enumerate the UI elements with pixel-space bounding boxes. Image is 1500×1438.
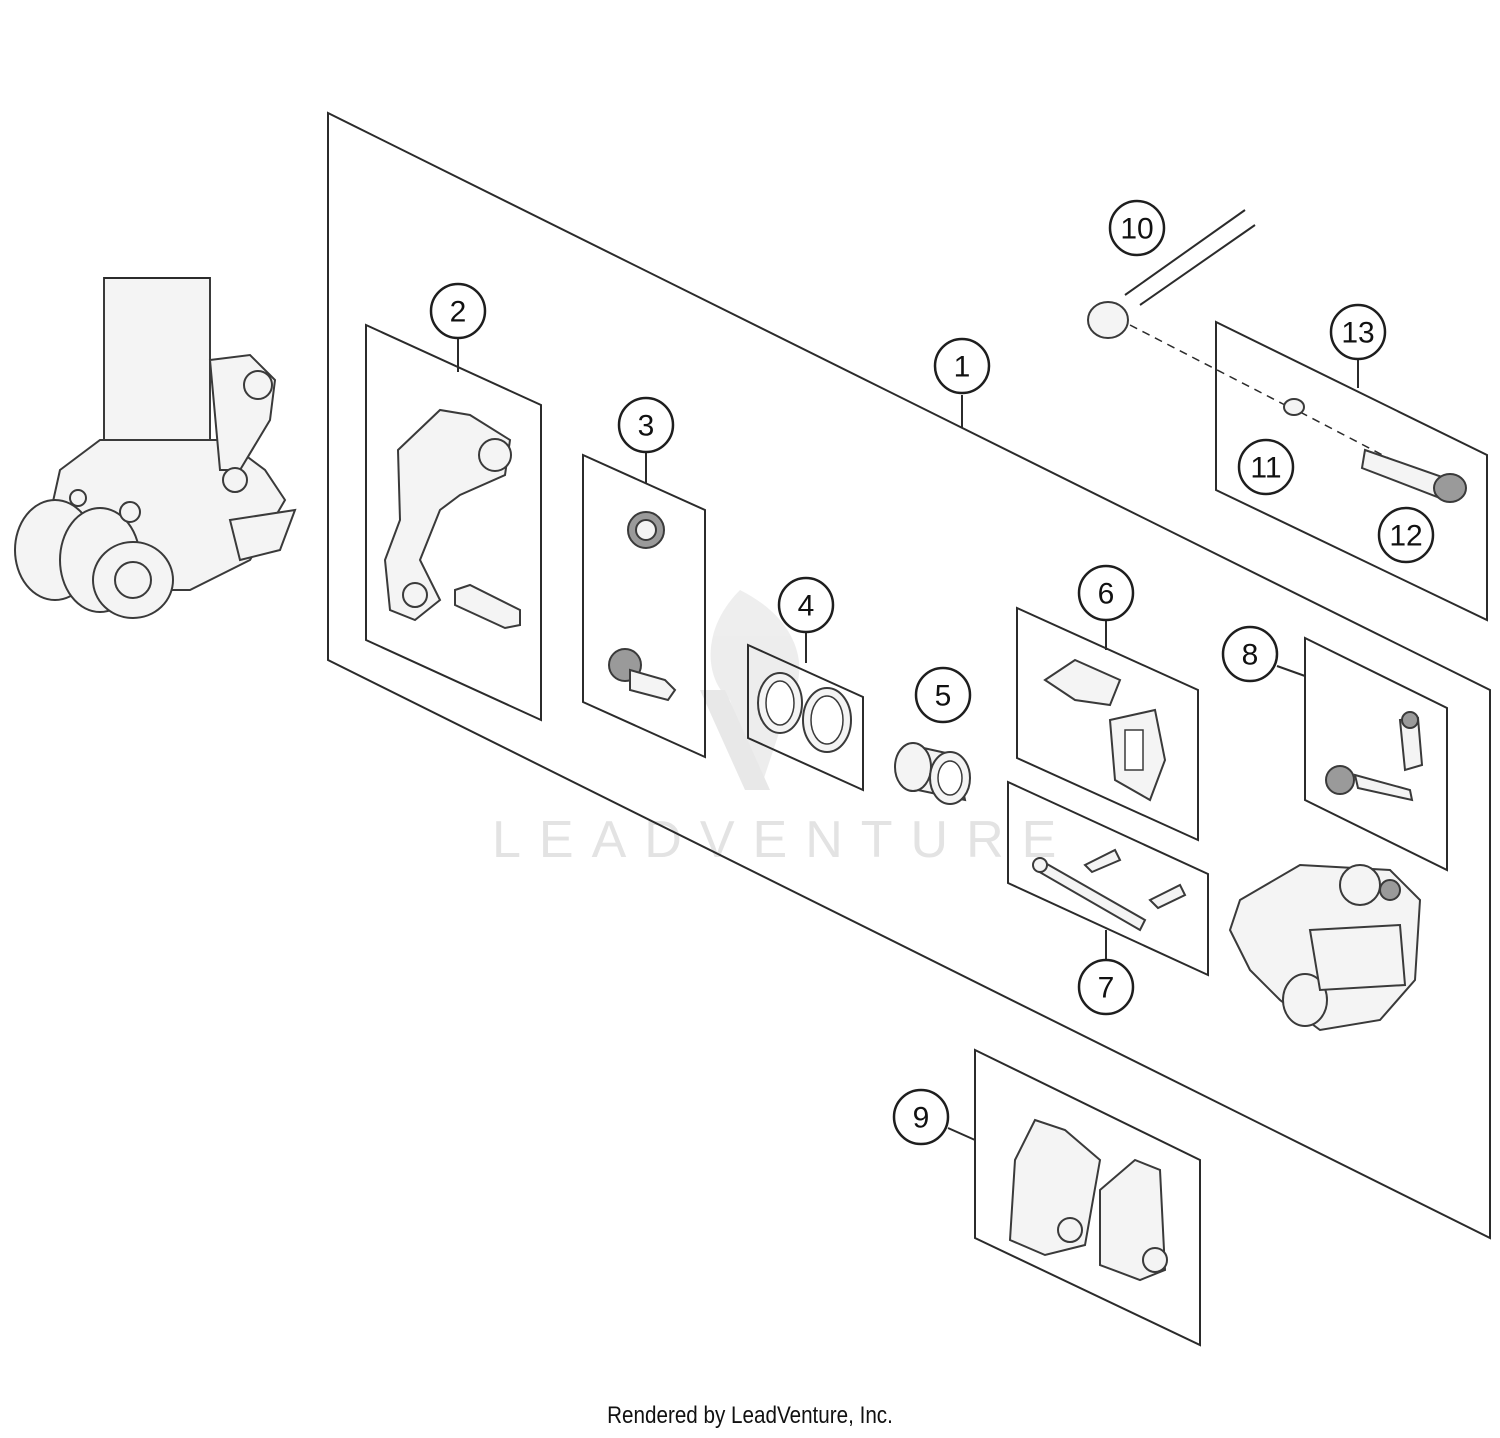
footer-credit: Rendered by LeadVenture, Inc. bbox=[607, 1402, 893, 1429]
callout-11: 11 bbox=[1237, 438, 1295, 496]
callout-3-label: 3 bbox=[638, 410, 655, 443]
bleeder-kit-part bbox=[1325, 711, 1424, 802]
callout-10-label: 10 bbox=[1120, 213, 1153, 246]
watermark: LEADVENTURE bbox=[492, 590, 1074, 869]
callout-4: 4 bbox=[777, 576, 835, 634]
piston-part bbox=[894, 742, 971, 805]
panel-seals bbox=[747, 643, 864, 792]
callout-11-label: 11 bbox=[1250, 452, 1281, 485]
callout-1: 1 bbox=[933, 337, 991, 395]
brake-caliper-illustration bbox=[1228, 863, 1422, 1032]
panel-pad-pin bbox=[1007, 780, 1209, 977]
brake-pads-part bbox=[1008, 1118, 1168, 1282]
callout-7: 7 bbox=[1077, 958, 1135, 1016]
callout-2: 2 bbox=[429, 282, 487, 340]
panel-bleeder-kit bbox=[1304, 636, 1448, 872]
callout-8: 8 bbox=[1221, 625, 1279, 683]
panel-brake-pads bbox=[974, 1048, 1201, 1347]
caliper-support-part bbox=[383, 408, 521, 630]
panel-plugs bbox=[582, 453, 706, 759]
callout-2-label: 2 bbox=[450, 296, 467, 329]
seals-part bbox=[757, 672, 852, 753]
panel-caliper-kit bbox=[327, 111, 1491, 1240]
callout-13-label: 13 bbox=[1341, 317, 1374, 350]
callout-7-label: 7 bbox=[1098, 972, 1115, 1005]
callout-5: 5 bbox=[914, 666, 972, 724]
pad-pin-part bbox=[1032, 848, 1187, 932]
callout-10: 10 bbox=[1108, 199, 1166, 257]
callout-12-label: 12 bbox=[1389, 520, 1422, 553]
plugs-part bbox=[608, 511, 677, 702]
callout-6: 6 bbox=[1077, 564, 1135, 622]
banjo-bolt-part bbox=[1283, 398, 1467, 503]
fork-leg-illustration bbox=[14, 277, 297, 619]
panel-pad-spring bbox=[1016, 606, 1199, 842]
brake-line-part bbox=[1087, 209, 1256, 339]
callout-4-label: 4 bbox=[798, 590, 815, 623]
watermark-text: LEADVENTURE bbox=[492, 811, 1074, 869]
panel-caliper-support bbox=[365, 323, 542, 722]
callout-5-label: 5 bbox=[935, 680, 952, 713]
callout-12: 12 bbox=[1377, 506, 1435, 564]
watermark-logo-icon bbox=[700, 590, 800, 790]
callout-9: 9 bbox=[892, 1088, 950, 1146]
panel-banjo-bolt-kit bbox=[1215, 320, 1488, 622]
callout-9-label: 9 bbox=[913, 1102, 930, 1135]
pad-spring-part bbox=[1043, 658, 1167, 802]
callout-3: 3 bbox=[617, 396, 675, 454]
callout-13: 13 bbox=[1329, 303, 1387, 361]
callout-1-label: 1 bbox=[954, 351, 971, 384]
assembly-line bbox=[1129, 324, 1286, 406]
callout-8-label: 8 bbox=[1242, 639, 1259, 672]
callout-6-label: 6 bbox=[1098, 578, 1115, 611]
leader-lines bbox=[457, 338, 1359, 1141]
